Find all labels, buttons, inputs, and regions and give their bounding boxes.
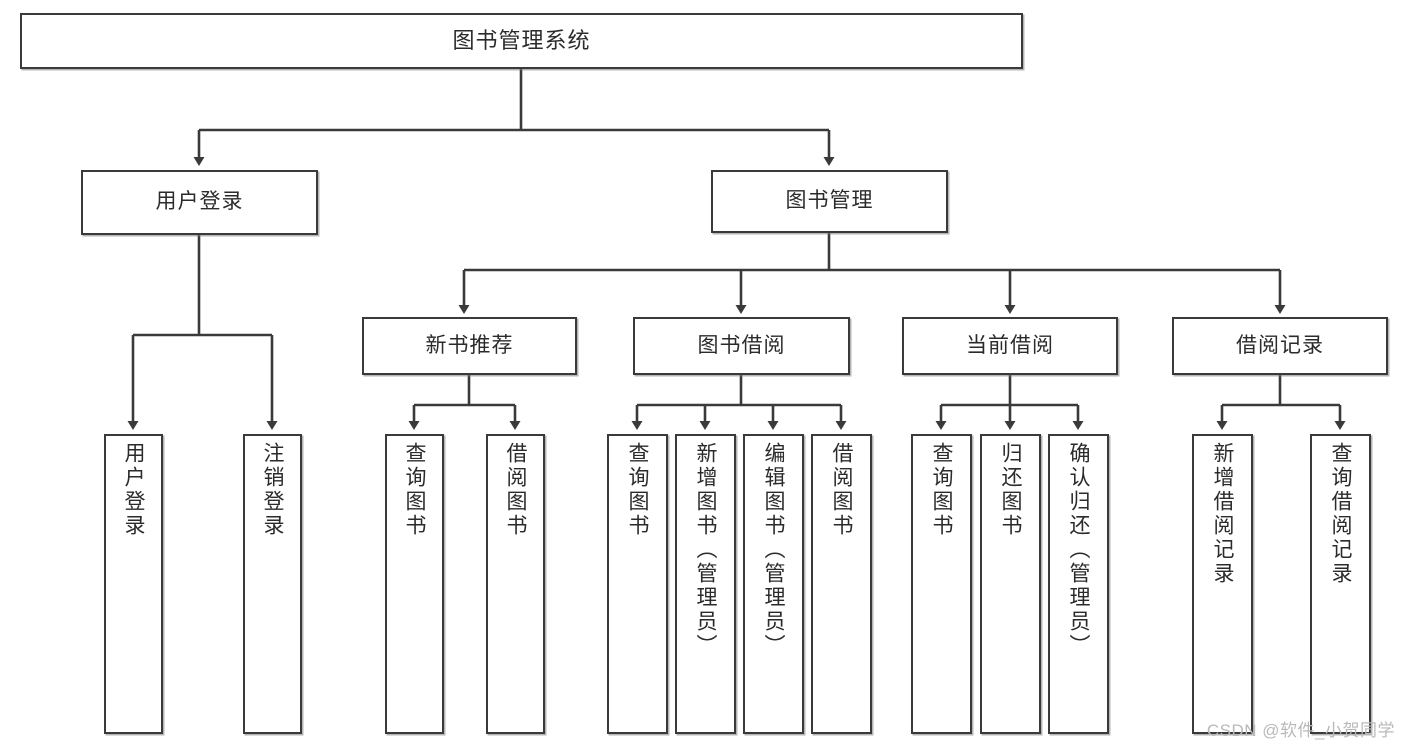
leaf-borrow-add-book-admin[interactable]: 新增图书（管理员） xyxy=(675,434,736,734)
node-label: 查询图书 xyxy=(403,442,426,538)
node-label: 当前借阅 xyxy=(966,333,1054,357)
node-label: 新增借阅记录 xyxy=(1211,442,1234,586)
leaf-new-book-borrow[interactable]: 借阅图书 xyxy=(486,434,545,734)
node-label: 图书借阅 xyxy=(697,333,786,357)
node-label: 查询借阅记录 xyxy=(1329,442,1352,586)
node-label: 确认归还（管理员） xyxy=(1067,442,1090,658)
leaf-borrow-query-book[interactable]: 查询图书 xyxy=(607,434,668,734)
leaf-new-book-query[interactable]: 查询图书 xyxy=(385,434,444,734)
node-label: 新书推荐 xyxy=(425,333,514,357)
node-root-system[interactable]: 图书管理系统 xyxy=(20,13,1023,69)
node-label: 借阅图书 xyxy=(830,442,853,538)
node-user-login[interactable]: 用户登录 xyxy=(81,170,318,235)
csdn-watermark: CSDN @软件_小贺同学 xyxy=(1206,721,1395,740)
node-new-book-recommend[interactable]: 新书推荐 xyxy=(362,317,577,375)
node-label: 新增图书（管理员） xyxy=(694,442,717,658)
leaf-records-query-record[interactable]: 查询借阅记录 xyxy=(1310,434,1371,734)
node-label: 图书管理 xyxy=(785,189,874,213)
node-label: 用户登录 xyxy=(155,190,244,214)
node-book-borrow[interactable]: 图书借阅 xyxy=(633,317,850,375)
node-label: 借阅图书 xyxy=(504,442,527,538)
leaf-user-login-signout[interactable]: 注销登录 xyxy=(243,434,302,734)
node-borrow-records[interactable]: 借阅记录 xyxy=(1172,317,1388,375)
leaf-borrow-edit-book-admin[interactable]: 编辑图书（管理员） xyxy=(743,434,804,734)
node-label: 查询图书 xyxy=(626,442,649,538)
node-label: 注销登录 xyxy=(261,442,284,538)
node-label: 用户登录 xyxy=(122,442,145,538)
leaf-user-login-signin[interactable]: 用户登录 xyxy=(104,434,163,734)
leaf-current-return-book[interactable]: 归还图书 xyxy=(980,434,1041,734)
leaf-borrow-borrow-book[interactable]: 借阅图书 xyxy=(811,434,872,734)
leaf-current-query-book[interactable]: 查询图书 xyxy=(911,434,972,734)
node-book-management[interactable]: 图书管理 xyxy=(711,170,948,233)
node-label: 查询图书 xyxy=(930,442,953,538)
node-label: 图书管理系统 xyxy=(452,28,591,54)
leaf-current-confirm-return-admin[interactable]: 确认归还（管理员） xyxy=(1048,434,1109,734)
node-label: 借阅记录 xyxy=(1236,333,1324,357)
leaf-records-add-record[interactable]: 新增借阅记录 xyxy=(1192,434,1253,734)
node-label: 编辑图书（管理员） xyxy=(762,442,785,658)
node-current-borrow[interactable]: 当前借阅 xyxy=(902,317,1118,375)
node-label: 归还图书 xyxy=(999,442,1022,538)
